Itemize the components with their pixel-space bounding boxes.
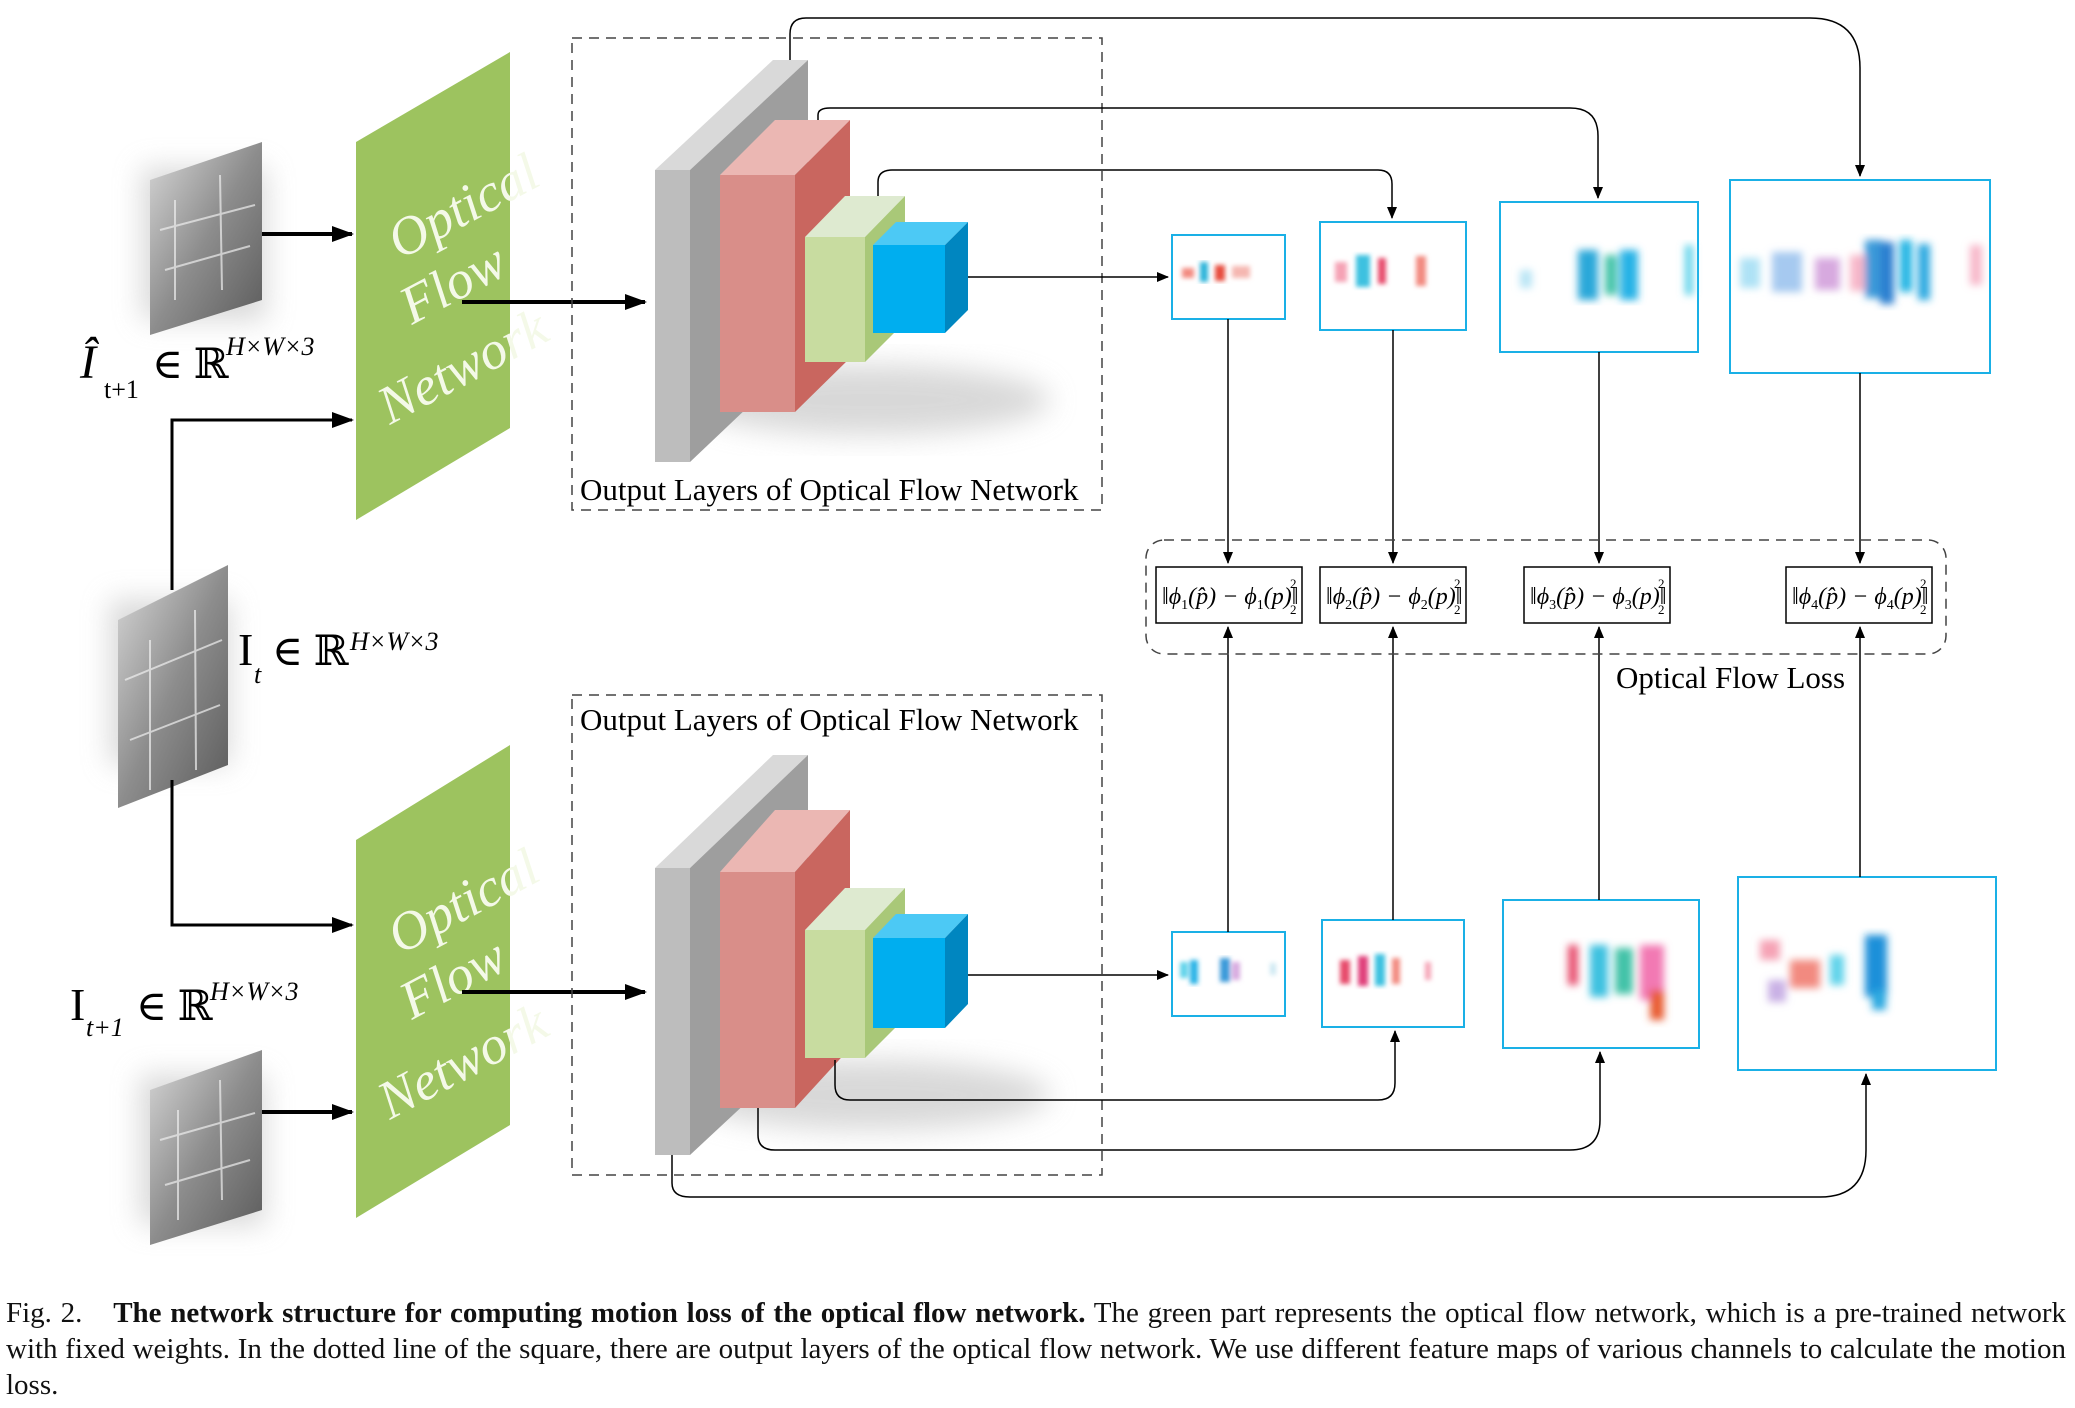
svg-text:‖ϕ4(p̂) − ϕ4(p)‖: ‖ϕ4(p̂) − ϕ4(p)‖	[1792, 584, 1929, 613]
loss-term-4: ‖ϕ4(p̂) − ϕ4(p)‖ 2 2	[1785, 566, 1933, 624]
loss2-phi: ϕ	[1333, 584, 1345, 610]
loss4-end: (p)	[1894, 584, 1922, 610]
loss1-sup: 2	[1290, 576, 1297, 591]
loss1-mid: (p̂) −	[1188, 584, 1244, 610]
loss3-idx: 3	[1549, 598, 1556, 613]
caption-text: The green part represents the optical fl…	[6, 1297, 2066, 1401]
loss4-phi2: ϕ	[1874, 584, 1886, 610]
loss1-phi: ϕ	[1169, 584, 1181, 610]
conn-bottom-green-to-fm2	[834, 1030, 1400, 1101]
output-layers-label-top: Output Layers of Optical Flow Network	[580, 472, 1079, 507]
loss2-idx2: 2	[1421, 598, 1428, 613]
input-label-bottom: I t+1 ∈ ℝ H×W×3	[70, 977, 299, 1042]
bot-sub: t+1	[86, 1013, 124, 1042]
mid-sub: t	[254, 660, 262, 689]
output-layers-box-bottom	[571, 694, 1103, 1176]
caption-bold-title: The network structure for computing moti…	[113, 1297, 1086, 1329]
top-sub: t+1	[104, 375, 139, 404]
loss2-idx: 2	[1345, 598, 1352, 613]
loss3-sup: 2	[1658, 576, 1665, 591]
loss3-phi2: ϕ	[1612, 584, 1624, 610]
loss-term-2: ‖ϕ2(p̂) − ϕ2(p)‖ 2 2	[1319, 566, 1467, 624]
feature-map-bottom-4	[1737, 876, 1997, 1071]
loss4-sub: 2	[1920, 602, 1927, 617]
loss4-phi: ϕ	[1799, 584, 1811, 610]
conn-bottom-red-to-fm3	[757, 1051, 1605, 1151]
loss1-idx2: 1	[1257, 598, 1264, 613]
loss2-mid: (p̂) −	[1352, 584, 1408, 610]
feature-map-top-3	[1499, 201, 1699, 353]
figure-caption: Fig. 2. The network structure for comput…	[6, 1295, 2066, 1403]
mid-sup: H×W×3	[349, 627, 439, 656]
optical-flow-loss: ‖ϕ1(p̂) − ϕ1(p)‖ 2 2 ‖ϕ2(p̂) − ϕ2(p)‖ 2 …	[1145, 539, 1947, 695]
conn-top-red-to-fm3	[817, 107, 1603, 199]
svg-text:‖ϕ3(p̂) − ϕ3(p)‖: ‖ϕ3(p̂) − ϕ3(p)‖	[1530, 584, 1667, 613]
output-layers-bottom: Output Layers of Optical Flow Network	[571, 694, 1103, 1176]
input-label-top: Î t+1 ∈ ℝ H×W×3	[79, 332, 315, 404]
feature-map-bottom-3	[1502, 899, 1700, 1049]
loss4-sup: 2	[1920, 576, 1927, 591]
loss2-sub: 2	[1454, 602, 1461, 617]
loss-term-1: ‖ϕ1(p̂) − ϕ1(p)‖ 2 2	[1155, 566, 1303, 624]
feature-map-top-1	[1171, 234, 1286, 320]
caption-fig-number: Fig. 2.	[6, 1297, 83, 1329]
optical-flow-network-bottom: Optical Flow Network	[356, 745, 558, 1218]
mid-main: I	[238, 624, 253, 675]
loss1-sub: 2	[1290, 602, 1297, 617]
bot-main: I	[70, 979, 85, 1030]
feature-map-top-2	[1319, 221, 1467, 331]
loss2-phi2: ϕ	[1408, 584, 1420, 610]
loss2-end: (p)	[1428, 584, 1456, 610]
input-frame-bottom	[140, 1050, 265, 1245]
input-frame-middle	[110, 565, 230, 808]
loss3-sub: 2	[1658, 602, 1665, 617]
svg-text:‖ϕ1(p̂) − ϕ1(p)‖: ‖ϕ1(p̂) − ϕ1(p)‖	[1162, 584, 1299, 613]
svg-text:‖ϕ2(p̂) − ϕ2(p)‖: ‖ϕ2(p̂) − ϕ2(p)‖	[1326, 584, 1463, 613]
loss-term-3: ‖ϕ3(p̂) − ϕ3(p)‖ 2 2	[1523, 566, 1671, 624]
loss2-sup: 2	[1454, 576, 1461, 591]
loss1-end: (p)	[1264, 584, 1292, 610]
conn-top-gray-to-fm4	[789, 17, 1865, 177]
loss1-idx: 1	[1181, 598, 1188, 613]
network-diagram: Î t+1 ∈ ℝ H×W×3 I t ∈ ℝ H×W×3 I t+1 ∈ ℝ …	[70, 17, 1997, 1245]
bot-sup: H×W×3	[209, 977, 299, 1006]
loss-dashed-box	[1145, 539, 1947, 655]
loss1-phi2: ϕ	[1244, 584, 1256, 610]
feature-map-bottom-1	[1171, 931, 1286, 1017]
bot-set: ∈ ℝ	[136, 984, 214, 1030]
optical-flow-network-top: Optical Flow Network	[356, 52, 558, 520]
loss4-idx2: 4	[1887, 598, 1894, 613]
optical-flow-loss-label: Optical Flow Loss	[1616, 660, 1845, 695]
loss4-mid: (p̂) −	[1818, 584, 1874, 610]
output-layers-box-top	[571, 37, 1103, 511]
input-frame-top	[142, 142, 266, 335]
loss3-idx2: 3	[1625, 598, 1632, 613]
conn-bottom-gray-to-fm4	[671, 1073, 1871, 1198]
top-set: ∈ ℝ	[152, 342, 230, 388]
arrow-mid-frame-to-bottom-net	[170, 780, 354, 933]
input-label-middle: I t ∈ ℝ H×W×3	[238, 624, 439, 689]
loss3-mid: (p̂) −	[1556, 584, 1612, 610]
loss4-idx: 4	[1811, 598, 1818, 613]
conn-top-green-to-fm2	[877, 169, 1397, 219]
mid-set: ∈ ℝ	[272, 629, 350, 675]
top-i-hat: Î	[79, 336, 100, 389]
loss3-phi: ϕ	[1537, 584, 1549, 610]
arrow-mid-frame-to-top-net	[170, 412, 354, 590]
output-layers-top: Output Layers of Optical Flow Network	[571, 37, 1103, 511]
feature-map-bottom-2	[1321, 919, 1465, 1028]
feature-map-top-4	[1729, 179, 1991, 374]
output-layers-label-bottom: Output Layers of Optical Flow Network	[580, 702, 1079, 737]
top-sup: H×W×3	[225, 332, 315, 361]
loss3-end: (p)	[1632, 584, 1660, 610]
